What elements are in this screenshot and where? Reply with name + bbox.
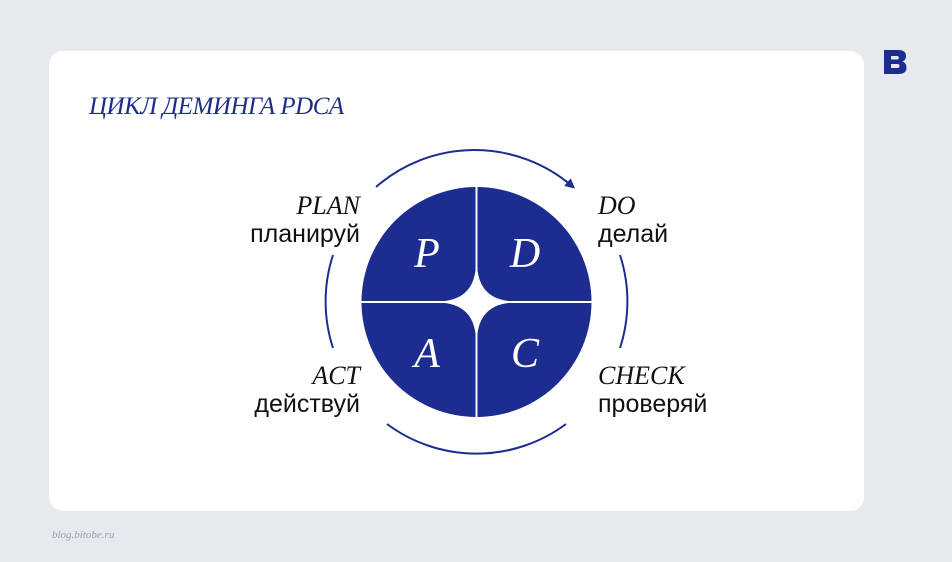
stage-act-ru: действуй [254,390,360,418]
stage-act-en: ACT [312,361,360,390]
cycle-arc-bottom [386,423,567,455]
cycle-arc-left [324,254,334,349]
footer-url: blog.bitobe.ru [52,529,115,541]
stage-label-plan: PLAN планируй [250,193,360,247]
page-title: ЦИКЛ ДЕМИНГА PDCA [89,93,344,120]
stage-do-en: DO [598,191,636,220]
quadrant-letter-c: C [511,331,540,377]
quadrant-letter-d: D [509,231,540,277]
quadrant-letter-a: A [411,331,440,377]
cycle-arc-right [619,254,629,349]
stage-check-en: CHECK [598,361,685,390]
cycle-arc-top [375,149,576,189]
stage-label-check: CHECK проверяй [598,363,707,417]
stage-do-ru: делай [598,220,669,248]
stage-plan-en: PLAN [296,191,360,220]
bitobe-logo-icon [884,50,907,74]
stage-label-act: ACT действуй [254,363,360,417]
quadrant-letter-p: P [413,231,440,277]
stage-label-do: DO делай [598,193,668,247]
stage-check-ru: проверяй [598,390,708,418]
stage-plan-ru: планируй [250,220,360,248]
